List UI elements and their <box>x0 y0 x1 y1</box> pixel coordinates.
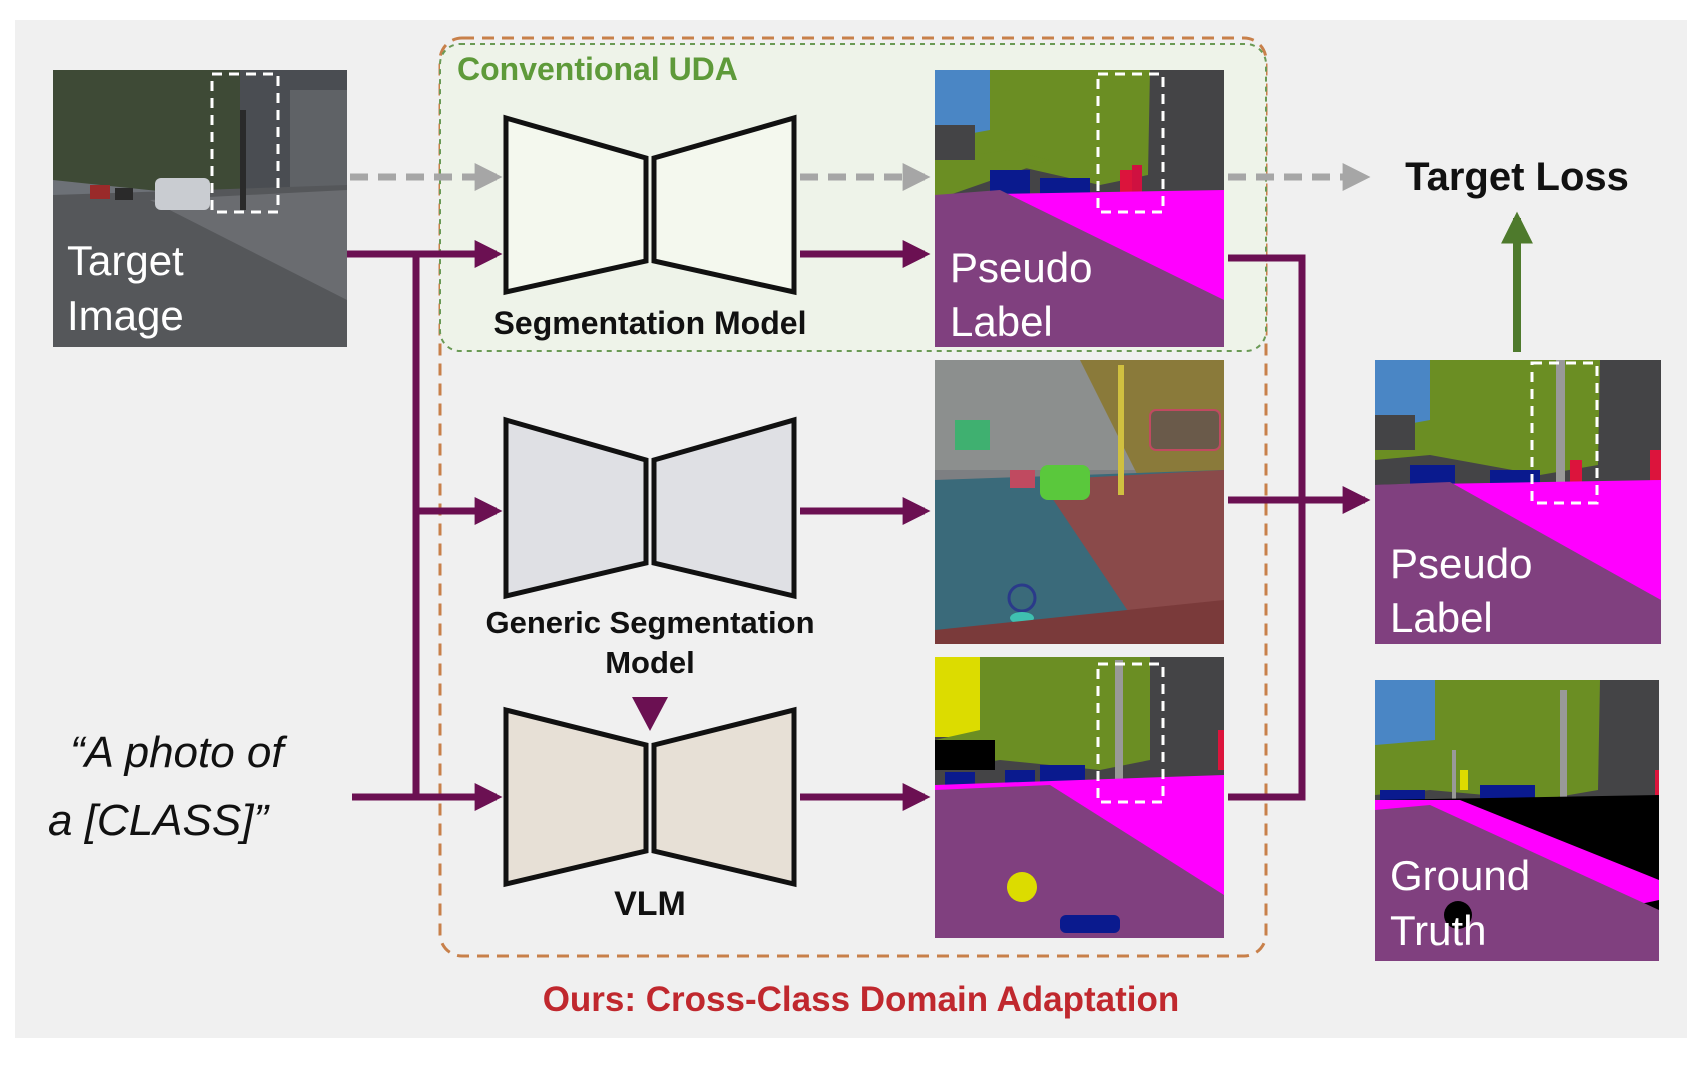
generic-model-label-line1: Generic Segmentation <box>485 605 814 640</box>
prompt-text-line1: “A photo of <box>70 728 288 777</box>
vlm-label: VLM <box>614 885 686 923</box>
ours-title: Ours: Cross-Class Domain Adaptation <box>543 980 1180 1019</box>
target-image-label-line2: Image <box>67 292 184 339</box>
generic-model-label-line2: Model <box>605 645 695 680</box>
target-image-label-line1: Target <box>67 237 184 284</box>
prompt-text-line2: a [CLASS]” <box>48 796 270 845</box>
ground-truth-line1: Ground <box>1390 852 1530 899</box>
vlm-output-image <box>935 657 1224 938</box>
conventional-uda-title: Conventional UDA <box>457 51 738 87</box>
target-loss-label: Target Loss <box>1405 155 1629 199</box>
segmentation-model-label: Segmentation Model <box>494 305 807 341</box>
pseudo-label-right-line1: Pseudo <box>1390 540 1532 587</box>
vlm-model <box>503 706 797 888</box>
down-triangle-icon <box>632 697 668 731</box>
generic-segmentation-output-image <box>935 360 1224 644</box>
generic-segmentation-model <box>503 416 797 600</box>
ours-dashed-box <box>438 36 1268 958</box>
pseudo-label-top-line2: Label <box>950 298 1053 345</box>
flow-arrows <box>347 240 1371 811</box>
ground-truth-image <box>1375 680 1659 961</box>
pseudo-label-top-line1: Pseudo <box>950 244 1092 291</box>
pseudo-label-top-image <box>935 70 1224 347</box>
pseudo-label-right-line2: Label <box>1390 594 1493 641</box>
ground-truth-line2: Truth <box>1390 907 1486 954</box>
segmentation-model <box>503 114 797 296</box>
target-image <box>53 70 347 347</box>
pseudo-label-right-image <box>1375 360 1661 644</box>
